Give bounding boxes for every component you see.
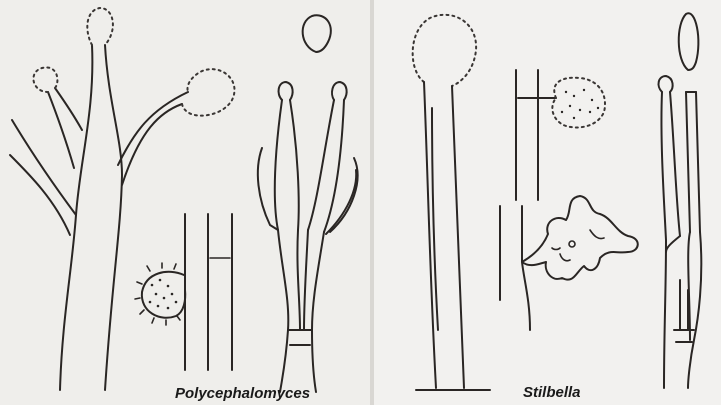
- phialide-cluster-left: [258, 15, 358, 392]
- conidium-rough-right: [516, 70, 605, 200]
- synnema-capitate-right: [413, 15, 490, 390]
- synnema-branched-left: [10, 8, 234, 390]
- spore-hypha-left: [135, 214, 232, 370]
- lobed-spore-mass-right: [500, 196, 638, 330]
- caption-right: Stilbella: [523, 384, 581, 401]
- caption-left: Polycephalomyces: [175, 385, 310, 402]
- phialide-column-right: [659, 13, 702, 388]
